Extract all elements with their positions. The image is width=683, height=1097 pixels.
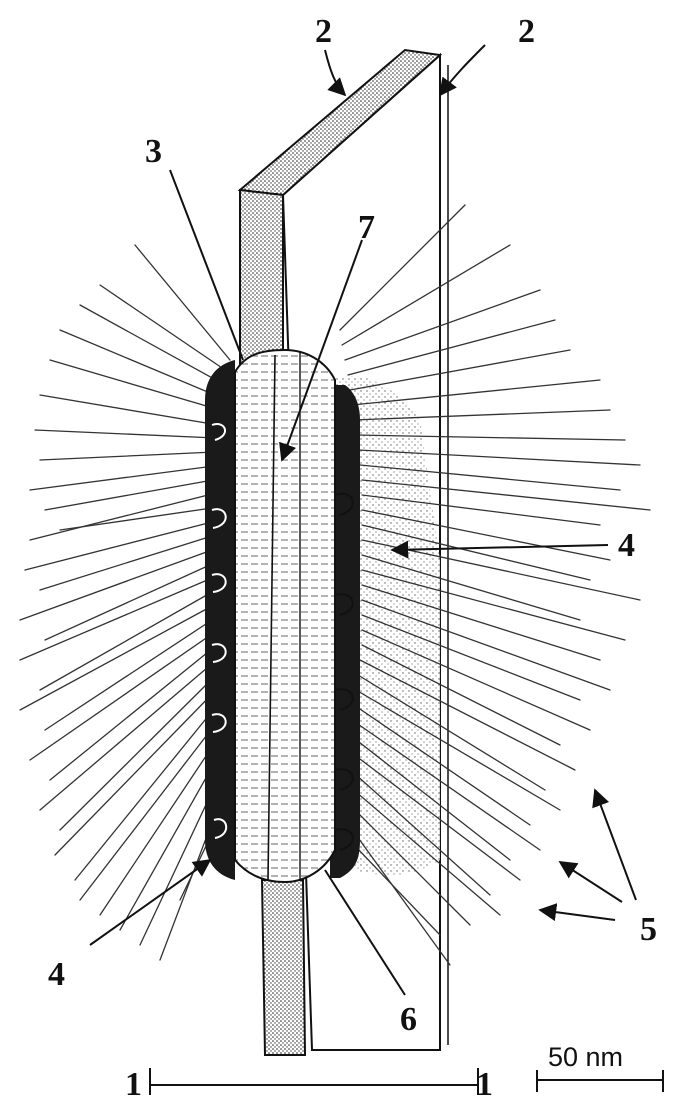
label-4-right: 4 bbox=[618, 527, 635, 564]
label-2-left: 2 bbox=[315, 13, 332, 50]
label-3: 3 bbox=[145, 133, 162, 170]
scale-bar bbox=[537, 1070, 663, 1092]
central-core-rod bbox=[235, 350, 335, 882]
label-1-left: 1 bbox=[125, 1066, 142, 1097]
label-5: 5 bbox=[640, 911, 657, 948]
lower-stem bbox=[262, 880, 305, 1055]
bristles-left bbox=[20, 245, 233, 960]
label-2-right: 2 bbox=[518, 13, 535, 50]
label-1-right: 1 bbox=[476, 1066, 493, 1097]
label-7: 7 bbox=[358, 209, 375, 246]
label-4-left: 4 bbox=[48, 956, 65, 993]
label-6: 6 bbox=[400, 1001, 417, 1038]
baseline-1-1 bbox=[150, 1068, 478, 1095]
scale-bar-label: 50 nm bbox=[548, 1042, 623, 1072]
